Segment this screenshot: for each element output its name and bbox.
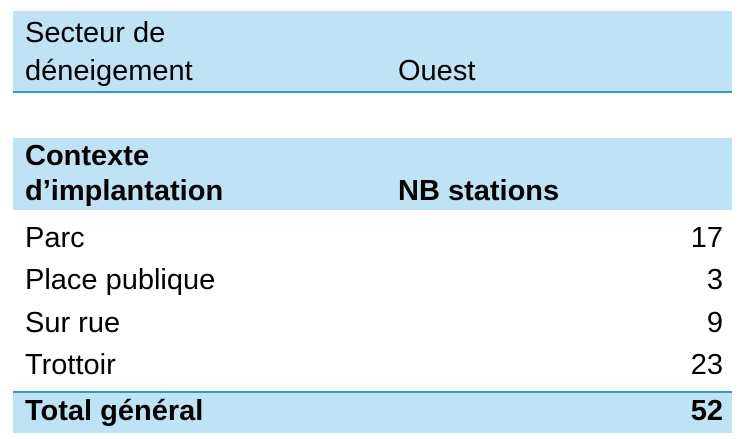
count-header: NB stations bbox=[398, 175, 560, 207]
total-row-band bbox=[13, 391, 732, 433]
table-row-label: Parc bbox=[25, 222, 85, 254]
context-header-line1: Contexte bbox=[25, 140, 150, 172]
table-row-label: Trottoir bbox=[25, 349, 116, 381]
sector-label-line1: Secteur de bbox=[25, 17, 166, 49]
sector-header-band bbox=[13, 11, 732, 93]
total-value: 52 bbox=[690, 395, 723, 427]
table-row-value: 17 bbox=[690, 222, 723, 254]
context-header-line2: d’implantation bbox=[25, 175, 224, 207]
table-row-value: 3 bbox=[706, 264, 723, 296]
table-row-value: 23 bbox=[690, 349, 723, 381]
table-header-band bbox=[13, 138, 732, 210]
sector-label-line2: déneigement bbox=[25, 55, 193, 87]
table-row-label: Place publique bbox=[25, 264, 216, 296]
table-row-value: 9 bbox=[706, 307, 723, 339]
sector-value: Ouest bbox=[398, 55, 476, 87]
table-row-label: Sur rue bbox=[25, 307, 121, 339]
total-label: Total général bbox=[25, 395, 204, 427]
